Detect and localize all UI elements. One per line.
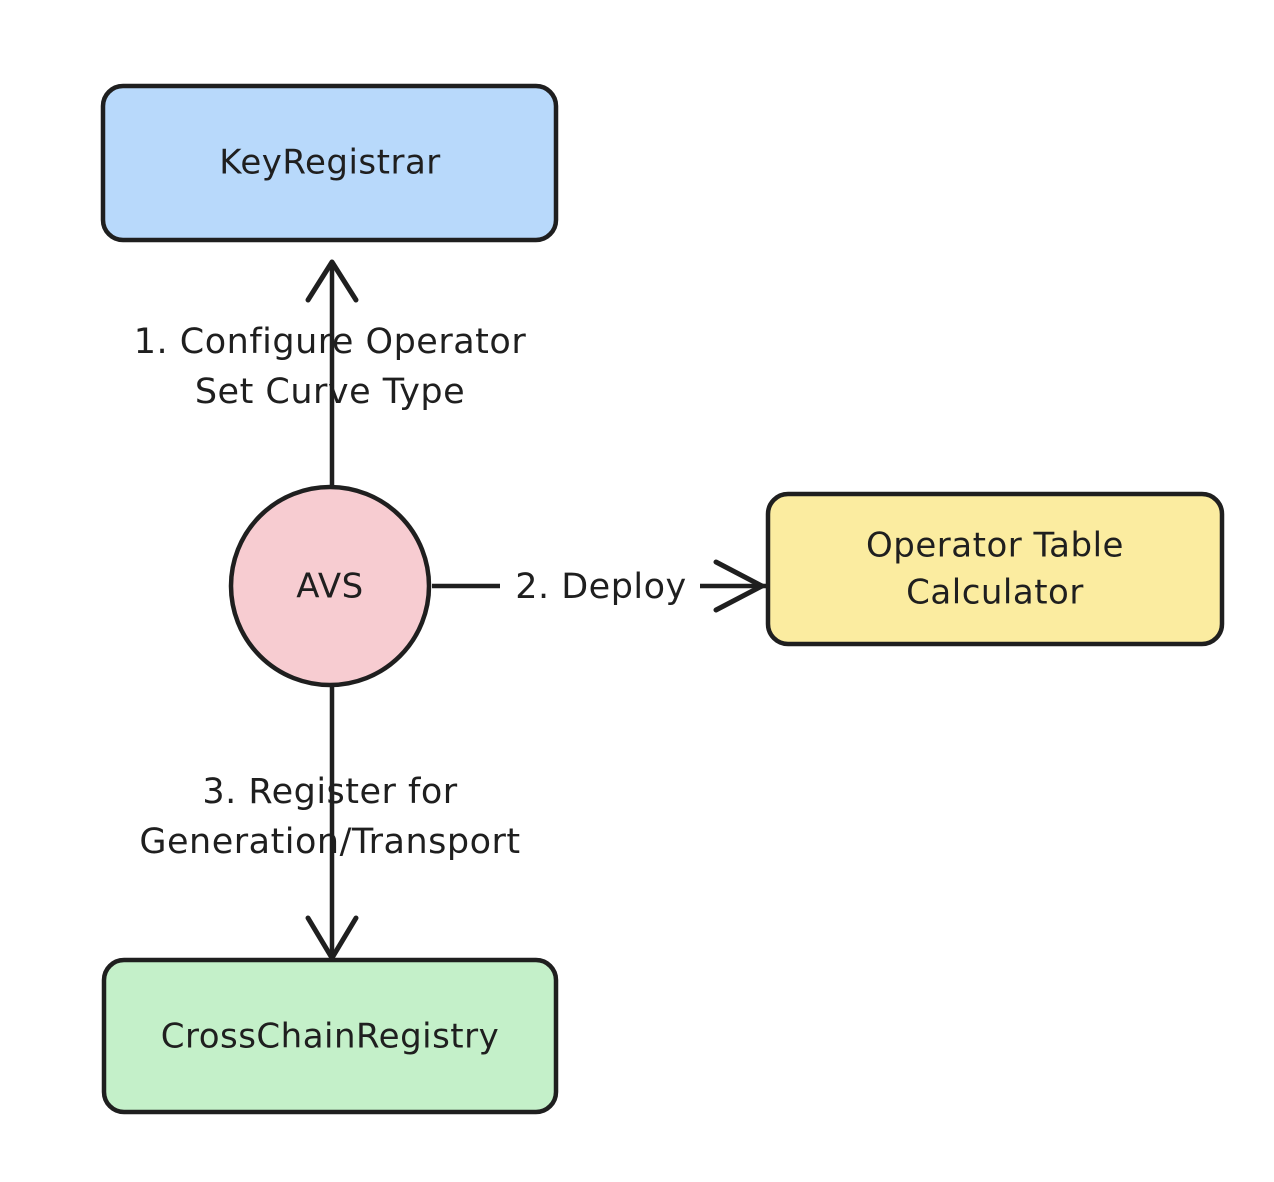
node-avs[interactable]: AVS [228, 484, 432, 688]
edge-3-label-line1: 3. Register for [202, 772, 457, 812]
node-cross-chain-registry-shape [101, 957, 559, 1115]
edge-avs-to-cross-chain-registry: 3. Register for Generation/Transport [139, 684, 520, 961]
node-cross-chain-registry[interactable]: CrossChainRegistry [101, 957, 559, 1115]
node-operator-table-calculator-shape [765, 491, 1225, 647]
node-operator-table-calculator-label-line1: Operator Table [866, 526, 1124, 566]
node-operator-table-calculator-label-line2: Calculator [906, 573, 1084, 613]
edge-1-label-line2: Set Curve Type [195, 372, 465, 412]
node-key-registrar[interactable]: KeyRegistrar [100, 83, 559, 243]
edge-2-label-line1: 2. Deploy [515, 567, 687, 607]
edge-3-label-line2: Generation/Transport [139, 822, 520, 862]
node-operator-table-calculator[interactable]: Operator Table Calculator [765, 491, 1225, 647]
edge-1-label-line1: 1. Configure Operator [134, 322, 527, 362]
node-avs-label: AVS [296, 567, 363, 607]
node-avs-shape [228, 484, 432, 688]
edge-avs-to-operator-table-calculator: 2. Deploy [432, 559, 766, 613]
node-key-registrar-shape [100, 83, 559, 243]
edge-avs-to-key-registrar: 1. Configure Operator Set Curve Type [134, 259, 527, 488]
edge-1-arrowhead-icon [305, 259, 359, 303]
edge-2-arrowhead-icon [713, 559, 765, 613]
node-cross-chain-registry-label: CrossChainRegistry [161, 1017, 500, 1057]
node-key-registrar-label: KeyRegistrar [219, 143, 441, 183]
